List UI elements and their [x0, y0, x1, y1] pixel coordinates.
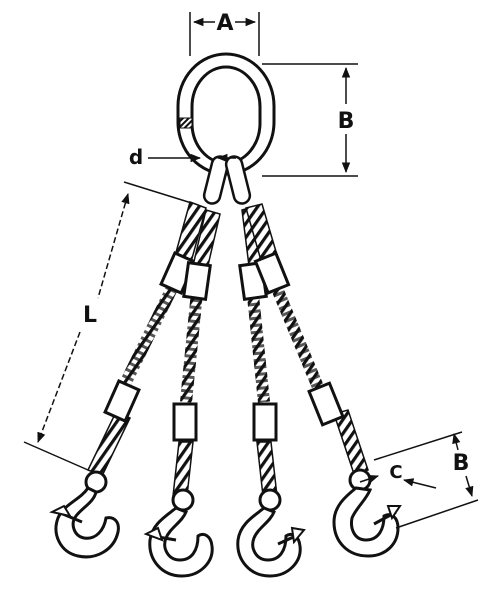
- ferrule-icon: [253, 251, 291, 295]
- label-a: A: [216, 11, 233, 36]
- label-c: C: [389, 462, 402, 483]
- dimension-a: A: [189, 11, 260, 56]
- ferrule-icon: [252, 402, 278, 442]
- weld-mark-icon: [179, 117, 193, 129]
- hook-3: [236, 488, 306, 578]
- dimension-d: d: [129, 145, 236, 169]
- sling-leg-4: [245, 203, 369, 475]
- hook-1: [49, 470, 120, 559]
- label-l: L: [83, 303, 97, 328]
- hook-2: [143, 488, 214, 578]
- hook-4: [332, 468, 402, 558]
- dimension-b-hook: B: [373, 431, 479, 529]
- label-b-top: B: [338, 109, 355, 134]
- intermediate-links: [202, 155, 252, 205]
- dimension-c: C: [359, 462, 437, 489]
- sling-leg-2: [172, 209, 221, 497]
- dimension-l: L: [23, 181, 199, 471]
- sling-leg-1: [86, 201, 207, 477]
- label-b-hook: B: [453, 451, 470, 476]
- master-link: [176, 52, 276, 176]
- ferrule-icon: [103, 379, 141, 423]
- ferrule-icon: [307, 381, 345, 427]
- dimension-b-top: B: [262, 63, 358, 177]
- label-d: d: [129, 145, 143, 169]
- ferrule-icon: [172, 402, 198, 442]
- ferrule-icon: [182, 260, 212, 302]
